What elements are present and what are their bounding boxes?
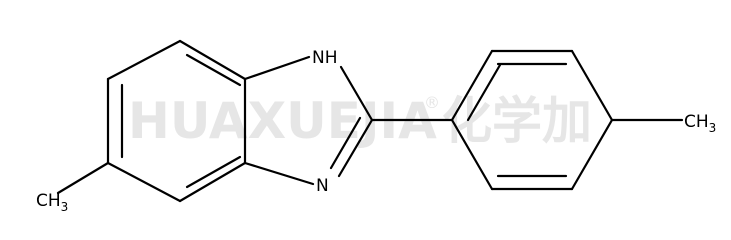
- tolyl-ring: [450, 49, 614, 191]
- bond-c2-n3-inner: [329, 116, 362, 170]
- atom-right-methyl-label: CH3: [684, 112, 716, 135]
- bond-c7a-c7-inner: [185, 53, 242, 87]
- bond-a6-a1: [450, 118, 494, 191]
- bond-c2-n3: [337, 118, 374, 178]
- atom-nh-label: NH: [312, 48, 338, 68]
- watermark-cjk: 化学加: [442, 92, 592, 150]
- benzo-ring: [106, 39, 247, 203]
- bond-a1-a2: [450, 49, 494, 122]
- imidazole-ring: [243, 55, 374, 186]
- bond-n1-c2: [339, 65, 374, 122]
- bond-n3-c3a: [243, 161, 315, 186]
- bond-a1-a2-inner: [466, 63, 502, 122]
- atom-n-label: N: [316, 176, 329, 196]
- bond-a3-a4: [570, 49, 614, 122]
- bond-c3a-c4: [178, 161, 247, 203]
- bond-c6-c7: [106, 39, 182, 81]
- watermark-registered-mark: ®: [424, 93, 440, 112]
- atom-left-methyl-label: CH3: [36, 191, 68, 214]
- bond-a4-a5: [570, 118, 614, 191]
- bond-c3a-c4-inner: [185, 155, 242, 189]
- bond-c7a-c7: [178, 39, 247, 81]
- bond-c4-c5: [106, 161, 182, 203]
- bond-c5-methyl: [56, 161, 110, 195]
- bond-c7a-n1: [243, 55, 311, 81]
